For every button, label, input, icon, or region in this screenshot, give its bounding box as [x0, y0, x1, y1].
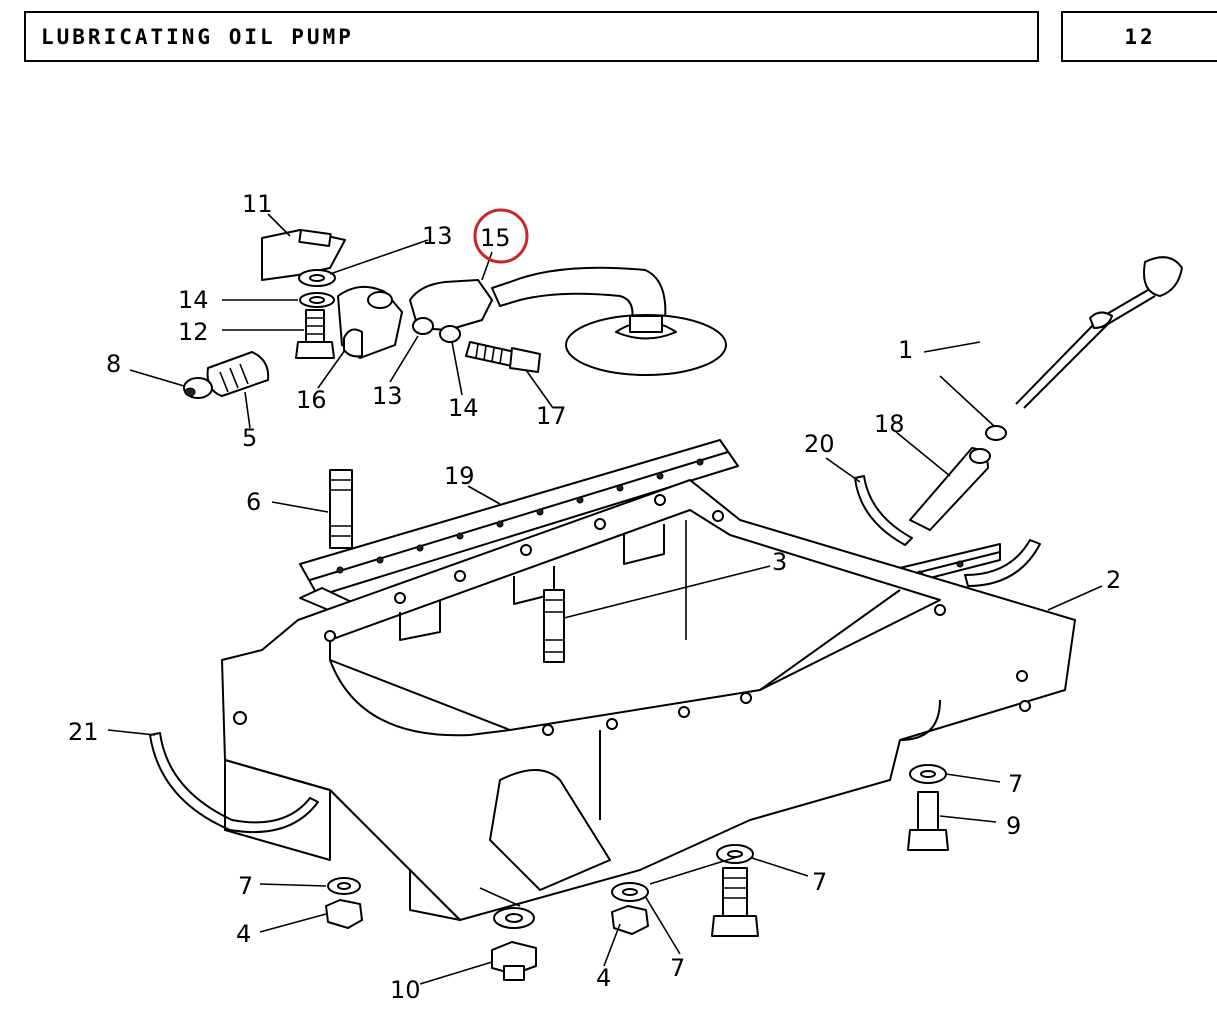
seal-21: [149, 732, 319, 834]
fasteners: [325, 469, 949, 981]
callout-10: 10: [390, 976, 421, 1004]
seal-right: [964, 539, 1041, 587]
callout-7-right: 7: [1008, 770, 1023, 798]
callout-9: 9: [1006, 812, 1021, 840]
callout-14-left: 14: [178, 286, 209, 314]
callout-13-top: 13: [422, 222, 453, 250]
callout-15: 15: [480, 224, 511, 252]
page-title: LUBRICATING OIL PUMP: [24, 11, 1039, 62]
callout-7-left: 7: [238, 872, 253, 900]
oil-pan: [221, 479, 1076, 921]
callout-3: 3: [772, 548, 787, 576]
callout-20: 20: [804, 430, 835, 458]
callout-6: 6: [246, 488, 261, 516]
callout-2: 2: [1106, 566, 1121, 594]
callout-labels: 1 2 3 4 4 5 6 7 7 7 7 8 9 10 11 12 13 13…: [68, 190, 1121, 1004]
callout-17: 17: [536, 402, 567, 430]
callout-14-right: 14: [448, 394, 479, 422]
callout-5: 5: [242, 424, 257, 452]
callout-4-left: 4: [236, 920, 251, 948]
callout-8: 8: [106, 350, 121, 378]
callout-12: 12: [178, 318, 209, 346]
callout-13-bottom: 13: [372, 382, 403, 410]
callout-16: 16: [296, 386, 327, 414]
callout-7-middle: 7: [812, 868, 827, 896]
callout-21: 21: [68, 718, 99, 746]
oil-pump-assembly: [183, 228, 727, 399]
callout-4-centre: 4: [596, 964, 611, 992]
leader-lines: [107, 213, 1103, 985]
seal-20: [854, 475, 913, 546]
callout-11: 11: [242, 190, 273, 218]
page-number: 12: [1061, 11, 1217, 62]
callout-19: 19: [444, 462, 475, 490]
callout-1: 1: [898, 336, 913, 364]
highlight-circle: [473, 208, 529, 264]
callout-7-centre: 7: [670, 954, 685, 982]
dipstick: [909, 256, 1183, 531]
callout-18: 18: [874, 410, 905, 438]
